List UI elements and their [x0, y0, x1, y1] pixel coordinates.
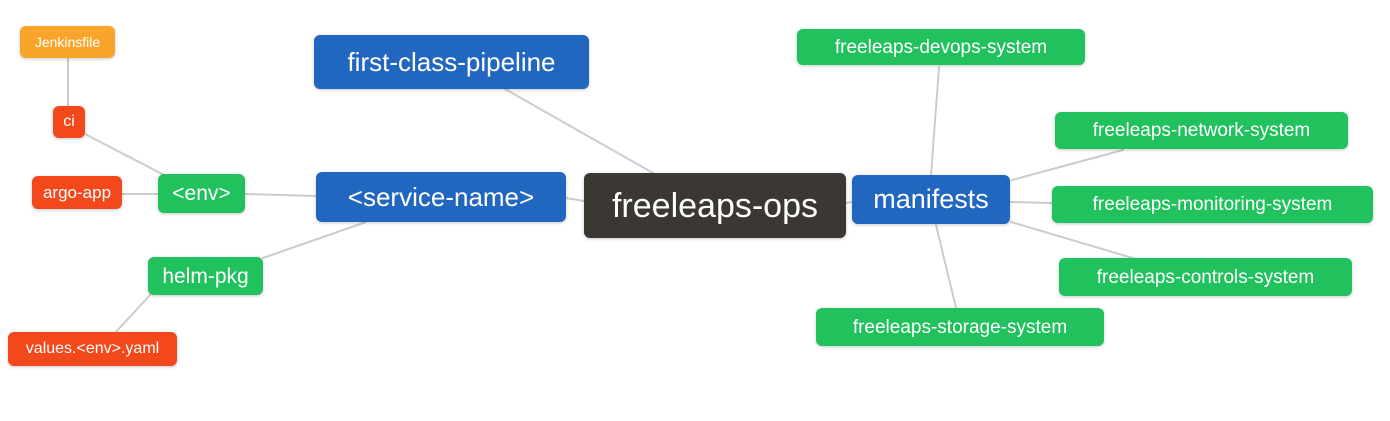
edge-ci-to-env [84, 133, 165, 176]
node-label: <service-name> [347, 182, 535, 212]
node-ci[interactable]: ci [53, 106, 85, 138]
node-label: ci [63, 113, 75, 130]
node-label: freeleaps-controls-system [1096, 266, 1315, 288]
node-label: freeleaps-monitoring-system [1092, 194, 1333, 215]
node-label: helm-pkg [162, 264, 249, 288]
node-label: freeleaps-devops-system [834, 36, 1048, 58]
node-freeleaps-ops[interactable]: freeleaps-ops [584, 173, 846, 238]
edge-manifests-to-freeleaps-monitoring-system [1009, 201, 1053, 204]
edge-service-name-to-freeleaps-ops [565, 197, 585, 202]
node-freeleaps-devops-system[interactable]: freeleaps-devops-system [797, 29, 1085, 65]
node-label: <env> [172, 182, 231, 205]
node-values-env-yaml[interactable]: values.<env>.yaml [8, 332, 177, 366]
node-label: Jenkinsfile [34, 34, 101, 50]
node-label: values.<env>.yaml [25, 340, 160, 357]
edge-helm-pkg-to-service-name [262, 221, 367, 259]
node-label: freeleaps-storage-system [852, 316, 1068, 338]
node-freeleaps-network-system[interactable]: freeleaps-network-system [1055, 112, 1348, 149]
edge-manifests-to-freeleaps-storage-system [935, 224, 957, 309]
node-argo-app[interactable]: argo-app [32, 176, 122, 209]
node-first-class-pipeline[interactable]: first-class-pipeline [314, 35, 589, 89]
node-label: freeleaps-ops [611, 186, 818, 225]
edge-env-to-service-name [244, 193, 317, 197]
edge-manifests-to-freeleaps-network-system [1011, 149, 1124, 181]
node-label: freeleaps-network-system [1092, 120, 1311, 141]
node-manifests[interactable]: manifests [852, 175, 1010, 224]
edge-first-class-pipeline-to-freeleaps-ops [504, 88, 654, 174]
edge-helm-pkg-to-values-env-yaml [114, 294, 151, 334]
node-env[interactable]: <env> [158, 174, 245, 213]
edge-manifests-to-freeleaps-controls-system [1010, 221, 1137, 260]
node-helm-pkg[interactable]: helm-pkg [148, 257, 263, 295]
node-label: argo-app [42, 183, 112, 202]
node-jenkinsfile[interactable]: Jenkinsfile [20, 26, 115, 58]
node-freeleaps-controls-system[interactable]: freeleaps-controls-system [1059, 258, 1352, 296]
node-freeleaps-storage-system[interactable]: freeleaps-storage-system [816, 308, 1104, 346]
node-label: first-class-pipeline [347, 47, 556, 77]
node-freeleaps-monitoring-system[interactable]: freeleaps-monitoring-system [1052, 186, 1373, 223]
node-label: manifests [873, 184, 989, 214]
edge-manifests-to-freeleaps-devops-system [930, 66, 940, 176]
node-service-name[interactable]: <service-name> [316, 172, 566, 222]
